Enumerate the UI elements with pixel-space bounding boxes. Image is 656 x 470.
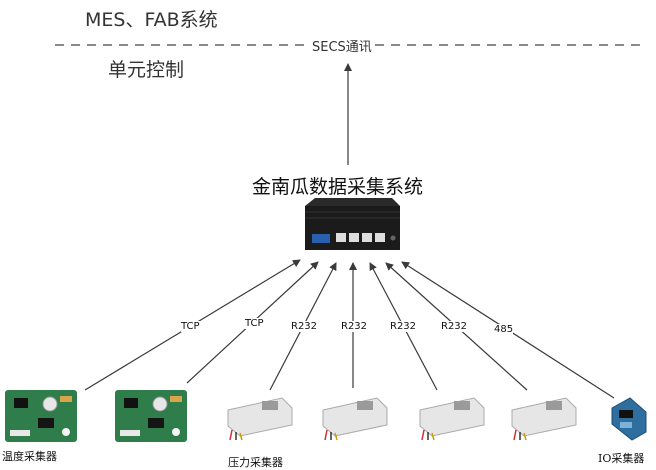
io-collector-label: IO采集器: [598, 452, 645, 465]
connection-label-3: R232: [291, 321, 318, 332]
pressure-module-3-image: [419, 397, 485, 441]
connection-label-7: 485: [494, 324, 514, 335]
connection-label-5: R232: [390, 321, 417, 332]
gateway-box-image: [305, 198, 400, 250]
pressure-collector-label: 压力采集器: [228, 456, 283, 469]
connection-label-4: R232: [341, 321, 368, 332]
io-collector-image: [611, 397, 647, 441]
secs-communication-label: SECS通讯: [310, 36, 374, 55]
connection-label-6: R232: [441, 321, 468, 332]
pressure-module-2-image: [322, 397, 388, 441]
connection-label-2: TCP: [245, 318, 264, 329]
pressure-module-4-image: [511, 397, 577, 441]
pressure-module-1-image: [227, 397, 293, 441]
mes-fab-system-label: MES、FAB系统: [85, 9, 218, 31]
temperature-board-2-image: [115, 390, 187, 442]
temperature-collector-label: 温度采集器: [2, 450, 57, 463]
temperature-board-1-image: [5, 390, 77, 442]
connection-label-1: TCP: [181, 321, 200, 332]
gateway-title: 金南瓜数据采集系统: [252, 176, 424, 198]
unit-control-label: 单元控制: [108, 59, 185, 81]
